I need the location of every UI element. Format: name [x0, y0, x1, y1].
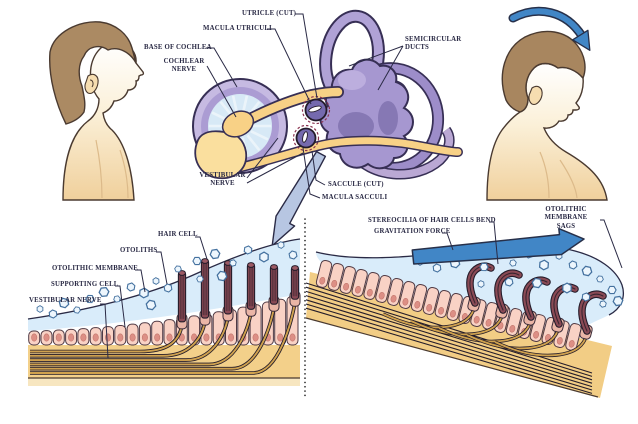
- flat-macula-panel: [27, 238, 301, 386]
- flat-hair-cells: [176, 258, 301, 330]
- gravity-arrow-icon: [411, 227, 585, 265]
- leader-lines: [100, 13, 623, 359]
- flat-supporting-cells: [28, 295, 299, 346]
- label-cochlear-nerve: COCHLEAR NERVE: [163, 58, 205, 74]
- upright-head-figure: [48, 21, 145, 201]
- label-base-of-cochlea: BASE OF COCHLEA: [144, 44, 212, 51]
- flat-nerve-fibers: [30, 301, 297, 375]
- label-saccule-cut: SACCULE (CUT): [328, 181, 384, 188]
- label-otolithic-membrane: OTOLITHIC MEMBRANE: [52, 265, 138, 272]
- pointer-arrow-icon: [271, 150, 327, 247]
- label-vestibular-nerve-panel: VESTIBULAR NERVE: [29, 297, 102, 304]
- tilted-macula-panel: [305, 227, 625, 398]
- upright-ear: [84, 73, 99, 94]
- tilted-supporting-cells: [315, 259, 582, 352]
- label-otolithic-membrane-sags: OTOLITHIC MEMBRANE SAGS: [544, 206, 588, 230]
- label-stereocilia-bend: STEREOCILIA OF HAIR CELLS BEND: [368, 217, 496, 224]
- label-macula-sacculi: MACULA SACCULI: [322, 194, 388, 201]
- upright-hair: [48, 21, 137, 125]
- tilt-arrow-icon: [508, 6, 591, 51]
- label-supporting-cell: SUPPORTING CELL: [51, 281, 119, 288]
- label-macula-utriculi: MACULA UTRICULI: [203, 25, 272, 32]
- cochlear-vestibular-nerves: [194, 86, 463, 180]
- tilted-hair: [501, 30, 586, 113]
- utricle-cut-window: [301, 95, 331, 125]
- label-semicircular-ducts: SEMICIRCULAR DUCTS: [405, 36, 462, 52]
- label-gravitation-force: GRAVITATION FORCE: [374, 228, 451, 235]
- vestibule: [319, 58, 414, 170]
- label-hair-cell: HAIR CELL: [158, 231, 198, 238]
- label-vestibular-nerve: VESTIBULAR NERVE: [199, 172, 246, 188]
- tilted-ear: [528, 85, 543, 105]
- tilted-head-figure: [486, 6, 608, 201]
- saccule-cut-window: [292, 124, 320, 152]
- label-utricle-cut: UTRICLE (CUT): [242, 10, 297, 17]
- label-otoliths: OTOLITHS: [120, 247, 158, 254]
- inner-ear-overview: [192, 9, 463, 180]
